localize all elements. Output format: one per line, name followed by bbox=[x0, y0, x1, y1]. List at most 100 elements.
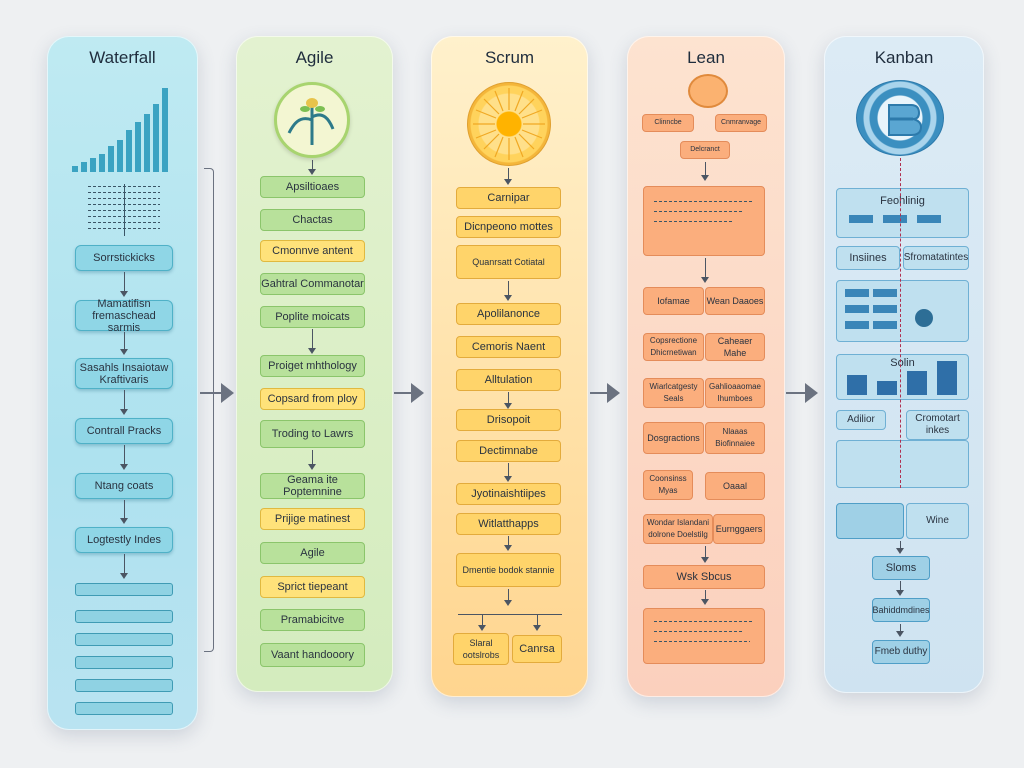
kanban-step: Cromotart inkes bbox=[906, 410, 969, 440]
waterfall-step: Sorrstickicks bbox=[75, 245, 173, 271]
kanban-step bbox=[836, 503, 904, 539]
scrum-step: Drisopoit bbox=[456, 409, 561, 431]
scrum-step: Apolilanonce bbox=[456, 303, 561, 325]
agile-step: Troding to Lawrs bbox=[260, 420, 365, 448]
scrum-step: Canrsa bbox=[512, 635, 562, 663]
flow-arrow bbox=[504, 392, 512, 409]
waterfall-stack-bar bbox=[75, 633, 173, 646]
flow-arrow bbox=[120, 500, 128, 524]
kanban-logo-icon bbox=[856, 80, 944, 156]
flow-arrow bbox=[504, 589, 512, 606]
lean-panel-large bbox=[643, 186, 765, 256]
agile-step: Sprict tiepeant bbox=[260, 576, 365, 598]
flow-arrow bbox=[701, 258, 709, 283]
flow-arrow bbox=[308, 160, 316, 175]
waterfall-step: Ntang coats bbox=[75, 473, 173, 499]
agile-title: Agile bbox=[295, 48, 334, 67]
lean-title: Lean bbox=[687, 48, 725, 67]
kanban-step: Bahiddmdines bbox=[872, 598, 930, 622]
flow-arrow bbox=[504, 536, 512, 551]
kanban-step: Adilior bbox=[836, 410, 886, 430]
lean-step: Copsrectione Dhicrnetiwan bbox=[643, 333, 704, 361]
agile-step: Pramabicitve bbox=[260, 609, 365, 631]
scrum-step: Jyotinaishtiipes bbox=[456, 483, 561, 505]
lean-step: Delcranct bbox=[680, 141, 730, 159]
kanban-step: Sloms bbox=[872, 556, 930, 580]
transition-arrow bbox=[394, 383, 424, 403]
lean-step: Dosgractions bbox=[643, 422, 704, 454]
waterfall-stack-bar bbox=[75, 610, 173, 623]
agile-step: Gahtral Commanotar bbox=[260, 273, 365, 295]
flow-arrow bbox=[701, 162, 709, 181]
flow-arrow bbox=[120, 390, 128, 415]
waterfall-title: Waterfall bbox=[89, 48, 156, 67]
flow-arrow bbox=[120, 554, 128, 579]
kanban-title: Kanban bbox=[874, 48, 934, 67]
lean-step: Iofamae bbox=[643, 287, 704, 315]
waterfall-stack-bar bbox=[75, 702, 173, 715]
kanban-chart-label: Solin bbox=[890, 357, 915, 369]
agile-step: Geama ite Poptemnine bbox=[260, 473, 365, 499]
lean-step: Oaaal bbox=[705, 472, 765, 500]
flow-arrow bbox=[120, 332, 128, 355]
flow-arrow bbox=[478, 614, 486, 631]
waterfall-step: Contrall Pracks bbox=[75, 418, 173, 444]
waterfall-step: Logtestly Indes bbox=[75, 527, 173, 553]
lean-step: Wondar Islandani dolrone Doelstilg bbox=[643, 514, 713, 544]
flow-arrow bbox=[120, 272, 128, 297]
scrum-step: Carnipar bbox=[456, 187, 561, 209]
agile-step: Copsard from ploy bbox=[260, 388, 365, 410]
agile-step: Chactas bbox=[260, 209, 365, 231]
lean-panel-bottom bbox=[643, 608, 765, 664]
lean-step: Coonsinss Myas bbox=[643, 470, 693, 500]
agile-step: Agile bbox=[260, 542, 365, 564]
flow-arrow bbox=[533, 614, 541, 631]
scrum-step: Quanrsatt Cotiatal bbox=[456, 245, 561, 279]
flow-arrow bbox=[504, 168, 512, 185]
transition-arrow bbox=[786, 383, 818, 403]
lean-step: Clinncbe bbox=[642, 114, 694, 132]
waterfall-step: Sasahls Insaiotaw Kraftivaris bbox=[75, 358, 173, 389]
lean-step: Nlaaas Biofinnaiee bbox=[705, 422, 765, 454]
scrum-step: Slaral ootslrobs bbox=[453, 633, 509, 665]
scrum-step: Dicnpeono mottes bbox=[456, 216, 561, 238]
kanban-panel: Feohlinig bbox=[836, 188, 969, 238]
lean-step: Gahlioaaomae Ihumboes bbox=[705, 378, 765, 408]
scrum-step: Cemoris Naent bbox=[456, 336, 561, 358]
kanban-chart: Solin bbox=[836, 354, 969, 400]
lean-column: Lean bbox=[627, 36, 785, 697]
bracket-connector bbox=[204, 168, 214, 652]
kanban-board bbox=[836, 280, 969, 342]
kanban-panel bbox=[836, 440, 969, 488]
scrum-step: Dmentie bodok stannie bbox=[456, 553, 561, 587]
scrum-step: Witlatthapps bbox=[456, 513, 561, 535]
lean-step: Eurnggaers bbox=[713, 514, 765, 544]
lean-step: Wsk Sbcus bbox=[643, 565, 765, 589]
kanban-step: Fmeb duthy bbox=[872, 640, 930, 664]
agile-step: Proiget mhthology bbox=[260, 355, 365, 377]
kanban-step: Insiines bbox=[836, 246, 900, 270]
agile-plant-icon bbox=[274, 82, 350, 158]
flow-arrow bbox=[896, 541, 904, 554]
kanban-dashed-connector bbox=[900, 158, 901, 488]
scrum-sun-icon bbox=[467, 82, 551, 166]
flow-arrow bbox=[896, 624, 904, 637]
waterfall-step: Mamatifisn fremaschead sarmis bbox=[75, 298, 173, 334]
waterfall-stack-bar bbox=[75, 679, 173, 692]
kanban-step: Sfromatatintes bbox=[903, 246, 969, 270]
lean-step: Wean Daaoes bbox=[705, 287, 765, 315]
scrum-title: Scrum bbox=[484, 48, 535, 67]
flow-arrow bbox=[504, 463, 512, 482]
waterfall-stack-bar bbox=[75, 656, 173, 669]
flow-arrow bbox=[701, 546, 709, 563]
waterfall-document-icon bbox=[80, 184, 162, 236]
kanban-panel-label: Feohlinig bbox=[880, 195, 925, 207]
lean-step: Cnmranvage bbox=[715, 114, 767, 132]
transition-arrow bbox=[200, 383, 234, 403]
lean-hub-icon bbox=[688, 74, 728, 108]
waterfall-bar-chart-icon bbox=[72, 88, 174, 172]
scrum-branch-line bbox=[458, 614, 562, 615]
transition-arrow bbox=[590, 383, 620, 403]
scrum-step: Alltulation bbox=[456, 369, 561, 391]
lean-step: Wiarlcatgesty Seals bbox=[643, 378, 704, 408]
